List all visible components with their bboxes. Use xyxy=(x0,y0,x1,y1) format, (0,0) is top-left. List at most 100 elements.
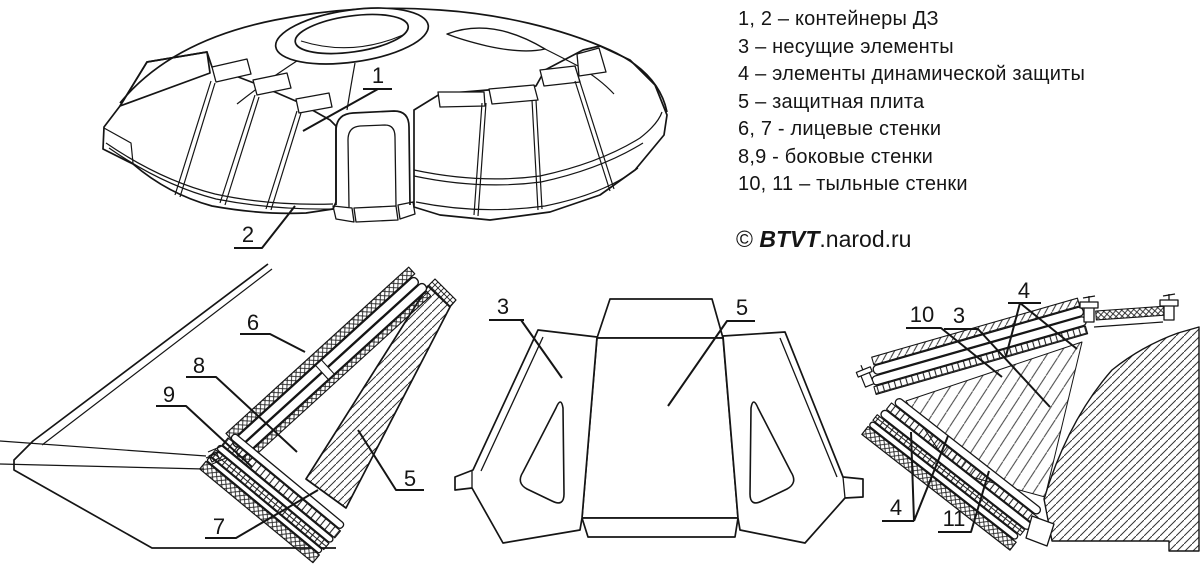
bolt-left-body xyxy=(855,364,875,388)
lower-cell-band-2 xyxy=(209,449,330,551)
mounting-rod xyxy=(1095,305,1165,321)
callout-4-bottom-leader xyxy=(882,431,949,522)
plate-callouts xyxy=(489,319,755,407)
wedge-callouts xyxy=(156,333,424,539)
callout-1-label: 1 xyxy=(372,63,384,88)
callout-6-leader xyxy=(240,333,306,353)
left-container-top-face xyxy=(119,51,211,107)
left-bearing-detail-lines xyxy=(471,336,544,488)
hatch-ring-inner xyxy=(294,13,410,55)
figure-wedge-cutaway: 6 8 9 7 5 xyxy=(0,263,457,564)
lower-bottom-bar xyxy=(206,456,323,554)
right-container-seam-lines xyxy=(413,111,663,186)
right-bearing-hole xyxy=(749,401,795,504)
base-plate-detail-lines xyxy=(0,268,273,470)
legend-line-5: 6, 7 - лицевые стенки xyxy=(738,118,942,140)
bolt-right-outer xyxy=(1159,293,1179,321)
figure-turret: 1 2 xyxy=(102,7,668,249)
lower-era-bar-3 xyxy=(869,421,1019,540)
second-hatch-opening xyxy=(446,27,546,52)
left-container-corner-face xyxy=(103,127,134,164)
turret-callouts xyxy=(234,88,392,249)
callout-11-label: 11 xyxy=(943,506,966,531)
right-bearing-element xyxy=(722,331,864,544)
callout-9-label: 9 xyxy=(163,382,175,407)
bolt-right-inner-body xyxy=(1079,295,1099,323)
copyright-watermark: © BTVT.narod.ru xyxy=(736,226,911,253)
callout-4-top-leader xyxy=(1005,302,1078,357)
figure-mounting-section: 4 10 3 4 11 xyxy=(855,278,1200,552)
lower-top-bar xyxy=(230,433,345,529)
callout-3-leader xyxy=(489,319,563,379)
callout-8-label: 8 xyxy=(193,353,205,378)
callout-11-leader xyxy=(938,470,990,533)
copyright-brand: BTVT xyxy=(759,226,820,252)
bolt-right-inner xyxy=(1079,295,1099,323)
callout-4-bottom-label: 4 xyxy=(890,495,902,520)
callout-5-leader xyxy=(667,320,755,407)
callout-6-label: 6 xyxy=(247,310,259,335)
hinge-details xyxy=(205,445,227,466)
sight-port-inner xyxy=(347,124,397,208)
callout-3-label: 3 xyxy=(497,294,509,319)
right-bearing-detail-lines xyxy=(779,337,846,499)
legend-line-1: 1, 2 – контейнеры ДЗ xyxy=(738,8,939,30)
plate-bottom-flap xyxy=(581,517,739,538)
left-container-lids xyxy=(211,58,333,114)
copyright-symbol: © xyxy=(736,226,753,252)
front-wall-lower-package xyxy=(199,433,345,564)
commander-hatch-ring xyxy=(274,7,430,65)
legend-line-3: 4 – элементы динамической защиты xyxy=(738,63,1086,85)
left-bearing-hole xyxy=(519,401,565,504)
callout-5-leader xyxy=(357,429,424,491)
callout-10-label: 10 xyxy=(910,302,934,327)
legend-line-6: 8,9 - боковые стенки xyxy=(738,145,933,168)
front-wall-upper-package xyxy=(225,266,432,464)
upper-honeycomb-band xyxy=(225,266,416,441)
legend-line-7: 10, 11 – тыльные стенки xyxy=(738,173,968,195)
right-container-ribs xyxy=(473,78,615,217)
sight-port-outer xyxy=(335,110,411,206)
lower-honeycomb-band xyxy=(199,460,320,564)
upper-package-joint xyxy=(315,359,335,381)
rod-line xyxy=(1093,321,1164,328)
sight-port-base xyxy=(332,201,416,223)
callout-5-label: 5 xyxy=(404,466,416,491)
rod-knurled-band xyxy=(1095,305,1165,321)
plate-main-face xyxy=(581,337,739,519)
lower-rear-wall-band xyxy=(861,425,1017,551)
lower-era-bar-1 xyxy=(894,398,1042,515)
legend: 1, 2 – контейнеры ДЗ 3 – несущие элемент… xyxy=(738,6,1085,199)
callout-4-top-label: 4 xyxy=(1018,278,1030,303)
callout-2-label: 2 xyxy=(242,222,254,247)
callout-3-leader xyxy=(944,328,1051,408)
callout-10-leader xyxy=(906,327,1003,378)
legend-line-2: 3 – несущие элементы xyxy=(738,35,954,58)
bolt-right-outer-body xyxy=(1159,293,1179,321)
callout-8-leader xyxy=(186,376,298,453)
bolt-left xyxy=(855,364,875,388)
callout-5-label: 5 xyxy=(736,295,748,320)
callout-2-leader xyxy=(234,205,296,249)
callout-3-label: 3 xyxy=(953,303,965,328)
right-container-rim-line xyxy=(415,167,639,211)
upper-rear-wall-band xyxy=(871,297,1081,366)
callout-9-leader xyxy=(156,405,253,468)
hatch-ring-shadow-arc xyxy=(300,34,404,49)
right-container-lids xyxy=(437,47,607,108)
base-plate-edges xyxy=(13,263,336,549)
protective-plate-top-cap xyxy=(427,278,457,308)
left-bearing-element xyxy=(454,329,598,544)
legend-line-4: 5 – защитная плита xyxy=(738,90,925,113)
callout-7-leader xyxy=(205,489,319,539)
section-callouts xyxy=(882,302,1078,533)
upper-era-bar-1 xyxy=(872,306,1084,375)
figure-plate-assembly: 3 5 xyxy=(454,294,864,544)
left-container-seam-lines xyxy=(105,142,334,210)
callout-7-label: 7 xyxy=(213,514,225,539)
lower-package-tip xyxy=(1025,515,1055,547)
plate-top-flap xyxy=(596,298,724,339)
left-container-ribs xyxy=(174,80,302,211)
